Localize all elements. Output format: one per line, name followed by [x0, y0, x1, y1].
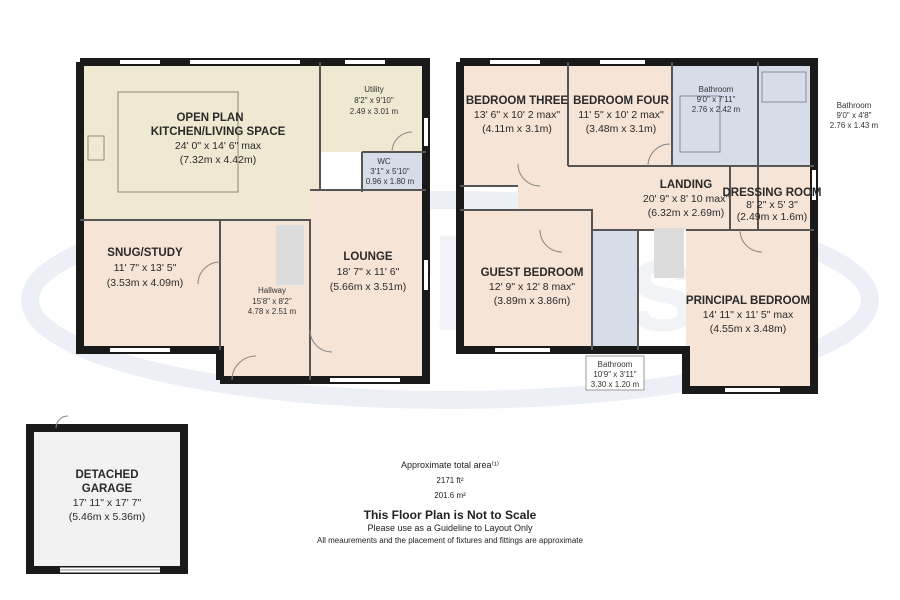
- wc-dim-metric: 0.96 x 1.80 m: [366, 177, 415, 186]
- guest-door-arc: [539, 229, 563, 253]
- dressing-dim-imperial: 8' 2" x 5' 3": [746, 199, 798, 211]
- bathroom3-label-box: [585, 355, 645, 391]
- bedroom4-dim-metric: (3.48m x 3.1m): [586, 123, 657, 135]
- kitchen-name-line2: KITCHEN/LIVING SPACE: [151, 126, 286, 138]
- garage-side-door-arc: [55, 415, 69, 429]
- landing-dim-imperial: 20' 9" x 8' 10 max": [643, 193, 729, 205]
- wc-name: WC: [377, 157, 391, 166]
- garage-dim-metric: (5.46m x 5.36m): [69, 511, 145, 523]
- bedroom3-dim-metric: (4.11m x 3.1m): [482, 123, 552, 135]
- garage-room[interactable]: [26, 424, 188, 574]
- bathroom3-dim-metric: 3.30 x 1.20 m: [591, 380, 640, 389]
- disclaimer-title: This Floor Plan is Not to Scale: [363, 508, 537, 522]
- principal-door-arc: [739, 229, 763, 253]
- hallway-dim-imperial: 15'8" x 8'2": [252, 297, 292, 306]
- snug-dim-imperial: 11' 7" x 13' 5": [114, 262, 177, 274]
- guest-bedroom-room[interactable]: [460, 210, 592, 350]
- wc-dim-imperial: 3'1" x 5'10": [370, 167, 410, 176]
- guest-dim-metric: (3.89m x 3.86m): [494, 295, 570, 307]
- guest-name: GUEST BEDROOM: [481, 267, 584, 279]
- kitchen-hob: [87, 135, 105, 161]
- bedroom4-door-arc: [647, 143, 671, 167]
- kitchen-island: [117, 91, 239, 193]
- bathroom3-room[interactable]: [592, 230, 638, 350]
- disclaimer-subtitle: Please use as a Guideline to Layout Only: [367, 523, 533, 533]
- lounge-dim-imperial: 18' 7" x 11' 6": [337, 266, 400, 278]
- hallway-dim-metric: 4.78 x 2.51 m: [248, 307, 297, 316]
- first-floor-internal-walls: [460, 62, 814, 350]
- bedroom4-dim-imperial: 11' 5" x 10' 2 max": [578, 109, 664, 121]
- bathroom1-room[interactable]: [672, 62, 758, 166]
- bathroom2-dim-imperial: 9'0" x 4'8": [837, 111, 872, 120]
- first-floor-stairs: [654, 228, 684, 278]
- dressing-dim-metric: (2.49m x 1.6m): [737, 211, 808, 223]
- kitchen-dim-metric: (7.32m x 4.42m): [180, 154, 256, 166]
- bathroom3-name: Bathroom: [598, 360, 633, 369]
- bedroom4-name: BEDROOM FOUR: [573, 95, 670, 107]
- bedroom3-name: BEDROOM THREE: [466, 95, 569, 107]
- bathroom1-name: Bathroom: [699, 85, 734, 94]
- utility-dim-metric: 2.49 x 3.01 m: [350, 107, 399, 116]
- principal-dim-metric: (4.55m x 3.48m): [710, 323, 786, 335]
- snug-dim-metric: (3.53m x 4.09m): [107, 277, 183, 289]
- ground-floor-internal-walls: [80, 62, 426, 380]
- watermark-ellipse: [21, 191, 879, 409]
- principal-bedroom-room[interactable]: [686, 230, 814, 390]
- utility-dim-imperial: 8'2" x 9'10": [354, 96, 394, 105]
- bathroom3-dim-imperial: 10'9" x 3'11": [593, 370, 636, 379]
- dressing-name: DRESSING ROOM: [722, 187, 821, 199]
- lounge-name: LOUNGE: [343, 251, 393, 263]
- bedroom4-room[interactable]: [568, 62, 672, 166]
- disclaimer-detail: All meaurements and the placement of fix…: [317, 536, 583, 545]
- bathtub: [679, 95, 721, 153]
- landing-name: LANDING: [660, 179, 712, 191]
- dressing-room[interactable]: [730, 166, 814, 230]
- garage-name-line2: GARAGE: [82, 483, 133, 495]
- lounge-room[interactable]: [310, 190, 426, 380]
- lounge-dim-metric: (5.66m x 3.51m): [330, 281, 406, 293]
- snug-room[interactable]: [80, 220, 220, 350]
- lounge-door-arc: [309, 329, 333, 353]
- hallway-name: Hallway: [258, 286, 286, 295]
- total-area-m: 201.6 m²: [434, 491, 466, 500]
- principal-dim-imperial: 14' 11" x 11' 5" max: [703, 309, 794, 321]
- utility-name: Utility: [364, 85, 384, 94]
- snug-name: SNUG/STUDY: [107, 247, 183, 259]
- kitchen-dim-imperial: 24' 0" x 14' 6" max: [175, 140, 262, 152]
- kitchen-room[interactable]: [80, 62, 320, 220]
- bedroom3-room[interactable]: [460, 62, 568, 186]
- garage-dim-imperial: 17' 11" x 17' 7": [73, 497, 142, 509]
- guest-dim-imperial: 12' 9" x 12' 8 max": [489, 281, 575, 293]
- kitchen-name-line1: OPEN PLAN: [176, 112, 243, 124]
- front-door-arc: [231, 355, 257, 381]
- first-floor-walls: [456, 58, 818, 394]
- total-area-label: Approximate total area⁽¹⁾: [401, 460, 499, 470]
- principal-name: PRINCIPAL BEDROOM: [686, 295, 810, 307]
- bathroom1-dim-metric: 2.76 x 2.42 m: [692, 105, 741, 114]
- shower: [761, 71, 807, 103]
- bathroom2-name: Bathroom: [837, 101, 872, 110]
- bedroom3-dim-imperial: 13' 6" x 10' 2 max": [474, 109, 560, 121]
- bedroom3-door-arc: [517, 163, 541, 187]
- utility-room[interactable]: [320, 62, 426, 152]
- utility-door-arc: [391, 131, 413, 153]
- wc-room[interactable]: [362, 152, 426, 192]
- garage: DETACHED GARAGE 17' 11" x 17' 7" (5.46m …: [26, 415, 188, 574]
- bathroom2-dim-metric: 2.76 x 1.43 m: [830, 121, 879, 130]
- ground-floor: OPEN PLAN KITCHEN/LIVING SPACE 24' 0" x …: [76, 58, 430, 384]
- landing-dim-metric: (6.32m x 2.69m): [648, 207, 724, 219]
- garage-name-line1: DETACHED: [75, 469, 138, 481]
- bathroom2-room[interactable]: [758, 62, 814, 166]
- total-area-ft: 2171 ft²: [436, 476, 464, 485]
- snug-door-arc: [197, 261, 221, 285]
- first-floor: BEDROOM THREE 13' 6" x 10' 2 max" (4.11m…: [456, 58, 879, 394]
- stairs: [276, 225, 304, 285]
- bathroom1-dim-imperial: 9'0" x 7'11": [697, 95, 736, 104]
